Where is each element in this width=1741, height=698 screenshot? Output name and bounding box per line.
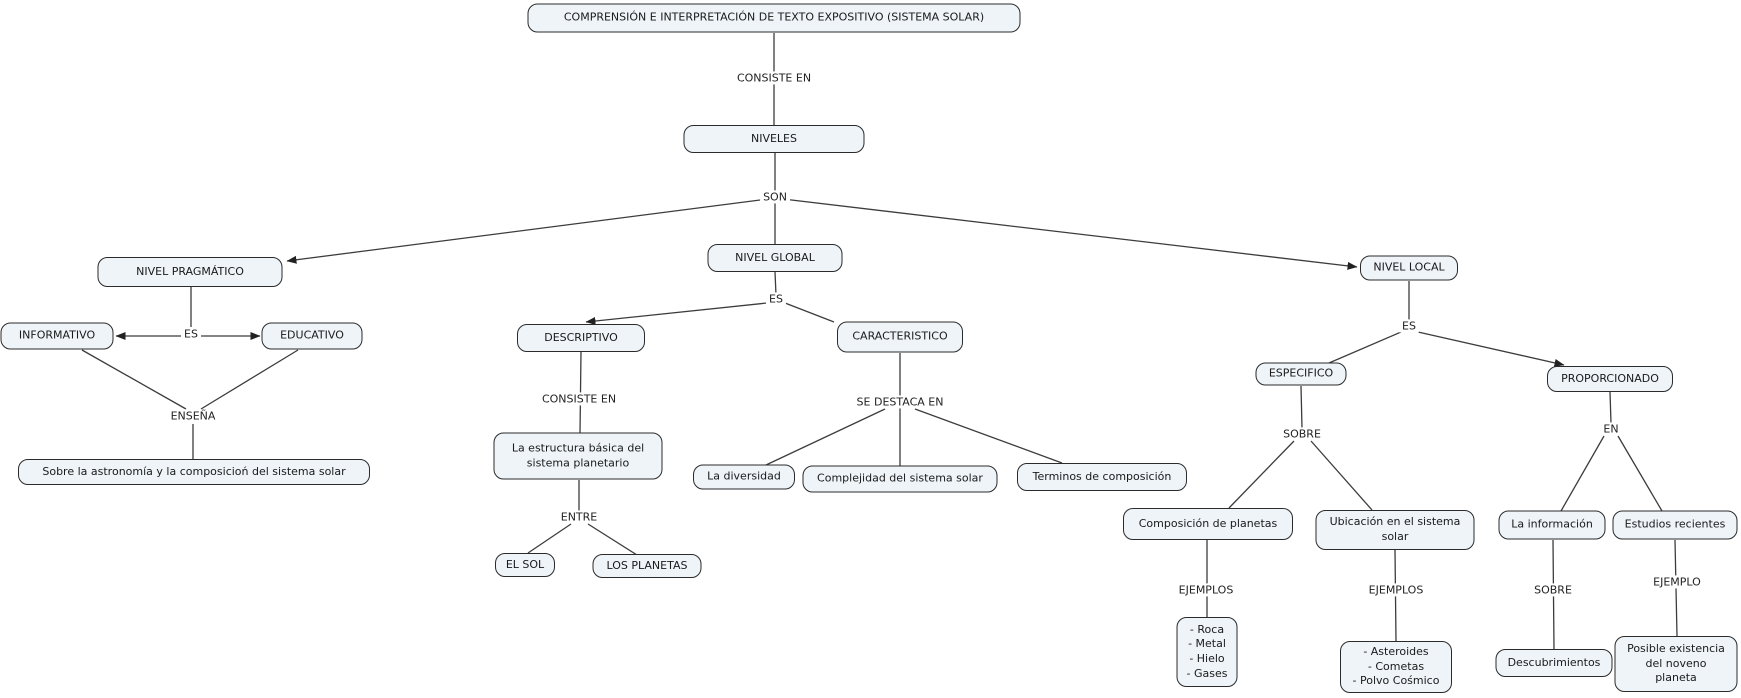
edge-group (81, 33, 1678, 650)
edge-sobre-especifico-to-ubicacion (1310, 440, 1373, 511)
edge-se-destaca-en-to-la-diversidad (765, 408, 886, 466)
link-label-ensena[interactable]: ENSEÑA (167, 409, 219, 423)
node-nivel-global[interactable]: NIVEL GLOBAL (707, 244, 843, 272)
node-terminos[interactable]: Terminos de composición (1017, 463, 1187, 491)
link-label-ejemplos-1[interactable]: EJEMPLOS (1175, 583, 1237, 597)
edge-es-global-to-caracteristico (784, 302, 835, 323)
edge-en-to-estudios-recientes (1617, 435, 1663, 512)
edge-especifico-to-sobre-especifico (1300, 385, 1303, 429)
link-label-es-global[interactable]: ES (766, 292, 786, 306)
edge-son-to-nivel-pragmatico (286, 198, 769, 264)
node-descubrimientos[interactable]: Descubrimientos (1495, 649, 1613, 677)
node-complejidad[interactable]: Complejidad del sistema solar (802, 465, 998, 493)
link-label-son[interactable]: SON (760, 190, 790, 204)
node-posible-existencia[interactable]: Posible existencia del noveno planeta (1614, 636, 1738, 692)
edge-es-local-to-especifico (1328, 331, 1402, 364)
node-proporcionado[interactable]: PROPORCIONADO (1547, 366, 1673, 392)
link-label-consiste-en-2[interactable]: CONSISTE EN (538, 392, 620, 406)
link-label-entre[interactable]: ENTRE (557, 510, 601, 524)
node-roca-list[interactable]: - Roca - Metal - Hielo - Gases (1176, 617, 1238, 687)
edge-informativo-to-ensena (81, 349, 187, 410)
node-estudios-recientes[interactable]: Estudios recientes (1612, 510, 1738, 540)
node-sobre-astronomia[interactable]: Sobre la astronomía y la composicioń del… (18, 459, 370, 485)
node-estructura[interactable]: La estructura básica del sistema planeta… (493, 432, 663, 480)
node-nivel-pragmatico[interactable]: NIVEL PRAGMÁTICO (97, 257, 283, 287)
node-composicion-planetas[interactable]: Composición de planetas (1123, 508, 1293, 540)
edge-nivel-global-to-es-global (774, 271, 777, 296)
node-la-informacion[interactable]: La información (1498, 510, 1606, 540)
link-label-sobre-especifico[interactable]: SOBRE (1280, 427, 1324, 441)
edge-proporcionado-to-en (1609, 391, 1612, 424)
edge-son-to-nivel-local (782, 198, 1358, 270)
node-nivel-local[interactable]: NIVEL LOCAL (1360, 255, 1458, 281)
edge-entre-to-el-sol (527, 523, 572, 554)
link-label-se-destaca-en[interactable]: SE DESTACA EN (853, 395, 947, 409)
edge-se-destaca-en-to-terminos (914, 408, 1063, 464)
link-label-sobre-informacion[interactable]: SOBRE (1531, 583, 1575, 597)
node-el-sol[interactable]: EL SOL (495, 553, 555, 577)
node-title[interactable]: COMPRENSIÓN E INTERPRETACIÓN DE TEXTO EX… (527, 3, 1021, 33)
node-asteroides-list[interactable]: - Asteroides - Cometas - Polvo Cośmico (1340, 641, 1452, 693)
edge-sobre-especifico-to-composicion-planetas (1228, 440, 1295, 509)
link-label-es-pragmatico[interactable]: ES (181, 327, 201, 341)
link-label-en[interactable]: EN (1600, 422, 1622, 436)
link-label-es-local[interactable]: ES (1399, 319, 1419, 333)
node-la-diversidad[interactable]: La diversidad (693, 464, 795, 490)
node-especifico[interactable]: ESPECIFICO (1255, 362, 1347, 386)
edge-en-to-la-informacion (1560, 435, 1605, 512)
link-label-ejemplos-2[interactable]: EJEMPLOS (1365, 583, 1427, 597)
node-ubicacion[interactable]: Ubicación en el sistema solar (1315, 510, 1475, 550)
node-niveles[interactable]: NIVELES (683, 125, 865, 153)
edge-es-global-to-descriptivo (585, 302, 768, 325)
link-label-consiste-en-1[interactable]: CONSISTE EN (733, 71, 815, 85)
node-los-planetas[interactable]: LOS PLANETAS (592, 554, 702, 578)
edge-es-local-to-proporcionado (1417, 331, 1565, 367)
edge-educativo-to-ensena (200, 349, 299, 410)
edge-entre-to-los-planetas (587, 523, 638, 556)
node-educativo[interactable]: EDUCATIVO (261, 322, 363, 350)
node-caracteristico[interactable]: CARACTERISTICO (837, 321, 963, 353)
node-descriptivo[interactable]: DESCRIPTIVO (517, 324, 645, 352)
link-label-ejemplo[interactable]: EJEMPLO (1650, 575, 1704, 589)
node-informativo[interactable]: INFORMATIVO (0, 322, 114, 350)
